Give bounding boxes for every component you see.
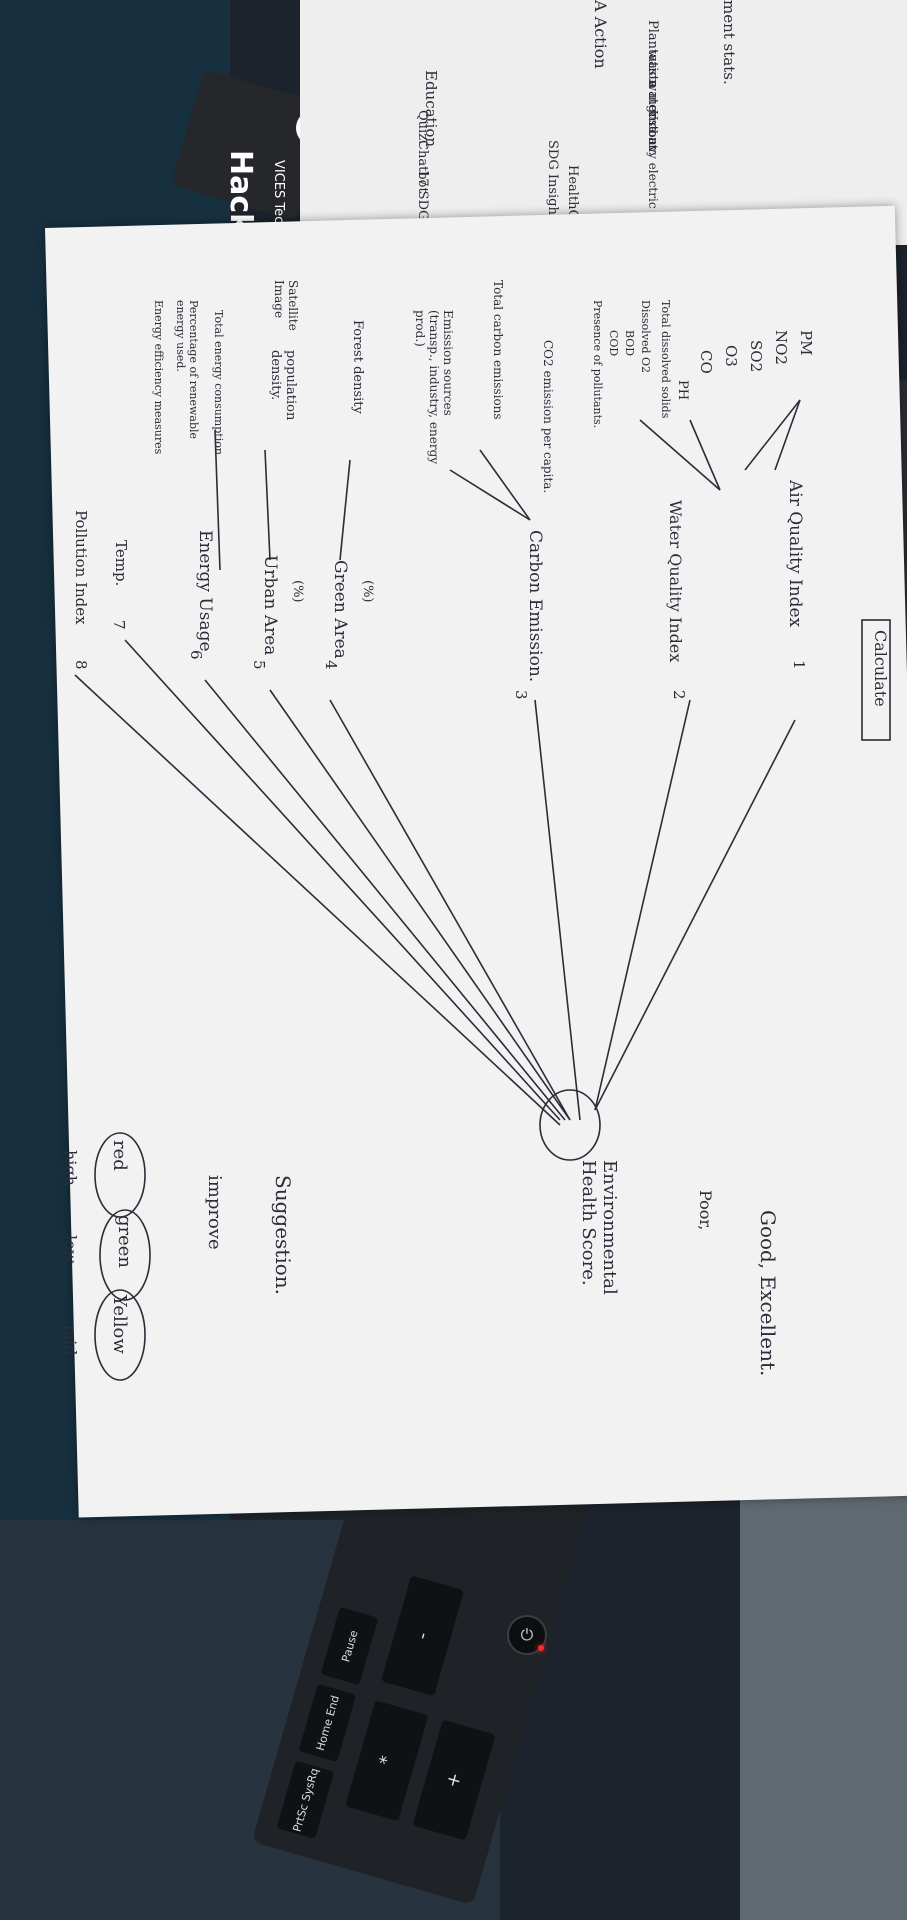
green-label: Green Area [330,560,350,659]
poor-text: Poor, [696,1190,715,1231]
water-input-bod: BOD [623,330,636,357]
line-pollution [74,674,561,1126]
table-edge [740,1450,907,1920]
carbon-input-sources: Emission sources (transp., industry, ene… [413,310,455,465]
feed-carbon-2 [449,469,531,521]
line-energy [204,679,566,1121]
green-input-forest: Forest density [350,320,365,414]
energy-input-efficiency: Energy efficiency measures [152,300,165,455]
power-led [538,1645,544,1651]
level-low: low [61,1235,80,1264]
score-label: Environmental Health Score. [578,1160,620,1295]
ratings-text: Good, Excellent. [756,1210,780,1377]
urban-unit: (%) [290,580,305,603]
feed-carbon-1 [479,449,531,521]
calculate-box-border [861,619,891,741]
aqi-input-pm: PM [797,330,815,356]
calculate-box: Calculate [871,630,890,707]
pollution-label: Pollution Index [72,510,90,625]
temp-label: Temp. [112,540,130,587]
feed-green [339,459,351,561]
energy-input-consumption: Total energy consumption [212,310,225,455]
pollution-number: 8 [72,660,90,670]
water-input-do: Dissolved O2 [639,300,652,374]
energy-input-renewable: Percentage of renewable energy used. [174,300,200,440]
power-icon: ⏻ [520,1625,534,1644]
color-red: red [109,1140,130,1171]
aqi-input-no2: NO2 [772,330,790,365]
feed-aqi-1 [744,399,801,471]
temp-number: 7 [110,620,128,630]
aqi-label: Air Quality Index [785,480,805,628]
water-input-tds: Total dissolved solids [659,300,672,419]
line-aqi [594,719,796,1111]
water-input-ph: PH [675,380,690,401]
carbon-input-total: Total carbon emissions [491,280,505,420]
carbon-number: 3 [512,690,530,700]
water-number: 2 [670,690,688,700]
yellow-circle [94,1289,146,1381]
urban-label: Urban Area [260,555,280,656]
feed-water-2 [639,419,721,491]
carbon-label: Carbon Emission. [525,530,545,683]
line-carbon [534,699,581,1121]
feed-energy [214,429,221,571]
urban-input-satellite: Satellite Image [272,280,300,331]
feed-urban [264,449,271,561]
water-label: Water Quality Index [666,500,685,663]
water-input-pollutants: Presence of pollutants. [591,300,604,429]
color-yellow: Yellow [109,1295,130,1354]
aqi-number: 1 [790,660,808,670]
line-water [594,699,691,1111]
improve-label: improve [204,1175,225,1250]
feed-water-1 [689,419,721,491]
line-green [329,699,571,1121]
energy-number: 6 [187,650,205,660]
level-high: high [61,1150,80,1186]
suggestion-label: Suggestion. [271,1175,295,1295]
aqi-input-o3: O3 [722,345,740,367]
urban-number: 5 [250,660,268,670]
carbon-input-per-capita: CO2 emission per capita. [541,340,555,494]
level-mid: mid [61,1325,80,1356]
urban-input-density: population density. [268,350,298,421]
aqi-input-so2: SO2 [747,340,765,373]
score-node [539,1089,601,1161]
aqi-input-co: CO [697,350,715,374]
color-green: green [114,1215,135,1269]
red-circle [94,1132,146,1218]
back-paper [300,0,907,245]
line-temp [124,639,561,1121]
line-urban [269,689,571,1121]
water-input-cod: COD [607,330,620,357]
green-number: 4 [322,660,340,670]
green-circle [99,1209,151,1301]
energy-label: Energy Usage [195,530,215,652]
green-unit: (%) [360,580,375,603]
feed-aqi-2 [774,399,801,471]
